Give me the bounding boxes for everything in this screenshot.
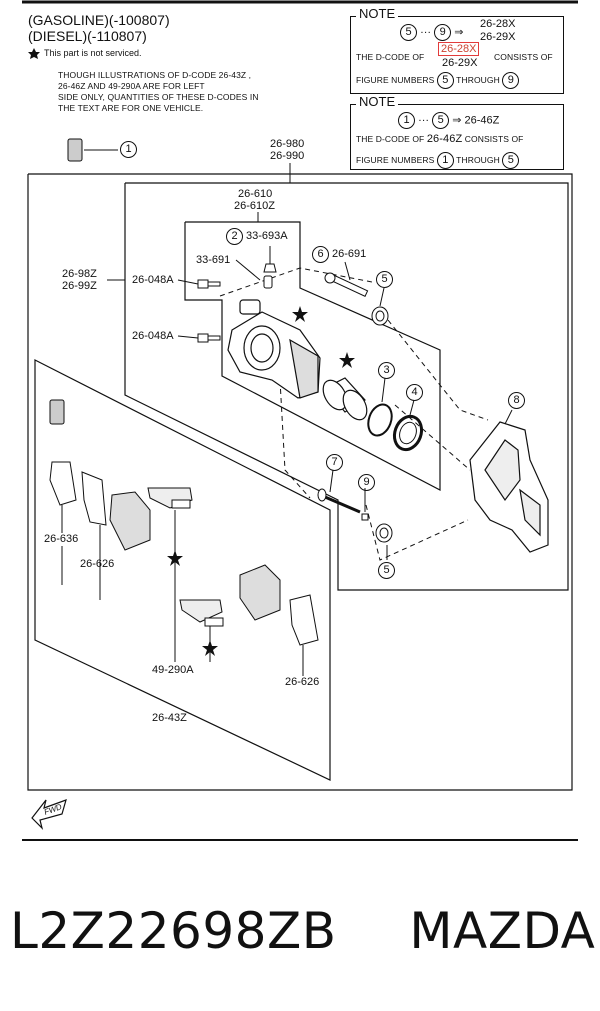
header-para-2: 26-46Z AND 49-290A ARE FOR LEFT xyxy=(58,81,205,91)
label-26-98z: 26-98Z xyxy=(62,268,97,280)
callout-9: 9 xyxy=(358,474,375,491)
circle-1: 1 xyxy=(436,152,454,169)
callout-7: 7 xyxy=(326,454,343,471)
callout-3: 3 xyxy=(378,362,395,379)
label-26-610: 26-610 xyxy=(238,188,273,200)
circle-9: 9 xyxy=(434,24,452,41)
circle-9: 9 xyxy=(502,72,520,89)
label-26-048a-1: 26-048A xyxy=(132,274,174,286)
brand-name: MAZDA xyxy=(409,902,596,960)
label-49-290a: 49-290A xyxy=(152,664,194,676)
note-1-code-b: 26-29X xyxy=(480,31,516,43)
label-26-43z: 26-43Z xyxy=(152,712,187,724)
note-1-range: 5 ··· 9 ⇒ xyxy=(400,24,463,41)
circle-5: 5 xyxy=(436,72,454,89)
footer-part-brand: L2Z22698ZB MAZDA xyxy=(10,902,595,960)
callout-5-top: 5 xyxy=(376,271,393,288)
note-1-desc-b: CONSISTS OF xyxy=(494,52,553,62)
label-26-980: 26-980 xyxy=(270,138,305,150)
caliper-body-box xyxy=(184,221,441,491)
note-box-1 xyxy=(350,16,564,94)
label-26-691: 26-691 xyxy=(332,248,367,260)
shim-icon xyxy=(67,138,83,162)
callout-4: 4 xyxy=(406,384,423,401)
note-1-desc-c: FIGURE NUMBERS 5 THROUGH 9 xyxy=(356,72,520,89)
callout-5-lower: 5 xyxy=(378,562,395,579)
caliper-bracket xyxy=(469,421,549,553)
label-26-610z: 26-610Z xyxy=(234,200,275,212)
note-2-title: NOTE xyxy=(356,94,399,109)
label-26-048a-2: 26-048A xyxy=(132,330,174,342)
note-1-code-a: 26-28X xyxy=(480,18,516,30)
note-2-desc-1: THE D-CODE OF 26-46Z CONSISTS OF xyxy=(356,133,524,145)
note-1-desc-a: THE D-CODE OF xyxy=(356,52,425,62)
outer-frame xyxy=(27,173,573,791)
caliper-body xyxy=(227,299,321,399)
label-26-990: 26-990 xyxy=(270,150,305,162)
header-gasoline: (GASOLINE)(-100807) xyxy=(28,12,170,28)
circle-5: 5 xyxy=(502,152,520,169)
pad-kit-parts xyxy=(49,399,319,646)
header-para-4: THE TEXT ARE FOR ONE VEHICLE. xyxy=(58,103,204,113)
pad-kit-box xyxy=(34,359,331,781)
guide-pin-lower xyxy=(317,488,361,514)
note-2-desc-2: FIGURE NUMBERS 1 THROUGH 5 xyxy=(356,152,520,169)
note-2-range: 1 ··· 5 ⇒ 26-46Z xyxy=(398,112,499,129)
note-box-2 xyxy=(350,104,564,170)
callout-2: 2 xyxy=(226,228,243,245)
header-para-3: SIDE ONLY, QUANTITIES OF THESE D-CODES I… xyxy=(58,92,259,102)
label-26-99z: 26-99Z xyxy=(62,280,97,292)
not-serviced-note: This part is not serviced. xyxy=(44,48,142,58)
part-number: L2Z22698ZB xyxy=(10,902,337,960)
header-diesel: (DIESEL)(-110807) xyxy=(28,28,147,44)
label-26-626-b: 26-626 xyxy=(285,676,320,688)
label-33-693a: 33-693A xyxy=(246,230,288,242)
label-26-636: 26-636 xyxy=(44,533,79,545)
callout-1: 1 xyxy=(120,141,137,158)
circle-5: 5 xyxy=(432,112,450,129)
header-para-1: THOUGH ILLUSTRATIONS OF D-CODE 26-43Z , xyxy=(58,70,252,80)
caliper-assembly-box xyxy=(124,182,569,591)
note-1-code2: 26-29X xyxy=(442,57,478,69)
callout-8: 8 xyxy=(508,392,525,409)
guide-pin xyxy=(324,272,369,297)
piston xyxy=(322,377,368,421)
label-26-626-a: 26-626 xyxy=(80,558,115,570)
circle-1: 1 xyxy=(398,112,415,129)
boot-top xyxy=(371,306,389,326)
note-1-highlight: 26-28X xyxy=(438,42,480,56)
label-33-691: 33-691 xyxy=(196,254,231,266)
callout-6: 6 xyxy=(312,246,329,263)
note-1-title: NOTE xyxy=(356,6,399,21)
circle-5: 5 xyxy=(400,24,417,41)
fwd-icon xyxy=(31,799,67,830)
